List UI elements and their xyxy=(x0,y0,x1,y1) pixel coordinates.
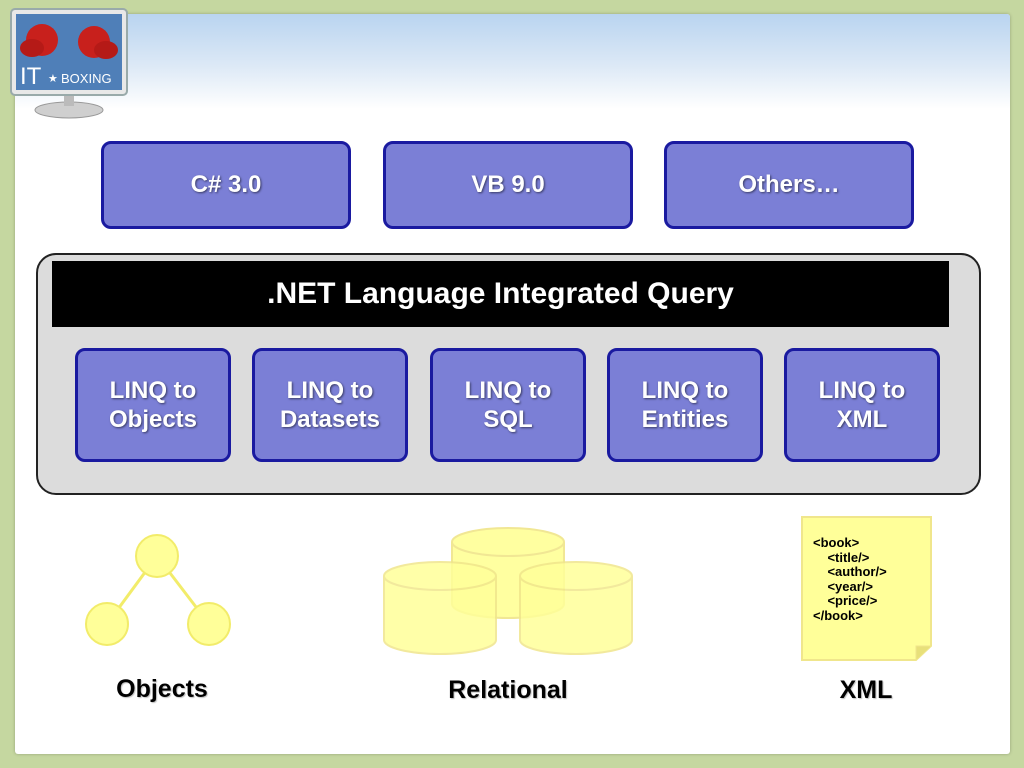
xml-line: <price/> xyxy=(813,593,878,608)
language-vb-box: VB 9.0 xyxy=(383,141,633,229)
xml-document-icon xyxy=(801,516,932,661)
header-band xyxy=(15,14,1010,109)
language-csharp-box: C# 3.0 xyxy=(101,141,351,229)
linq-to-objects-box: LINQ to Objects xyxy=(75,348,231,462)
relational-caption: Relational xyxy=(448,676,568,704)
it-boxing-logo: IT ★ BOXING xyxy=(10,8,128,119)
logo-text: IT xyxy=(20,63,42,90)
relational-database-icon xyxy=(383,527,633,655)
linq-to-sql-box: LINQ to SQL xyxy=(430,348,586,462)
xml-line: </book> xyxy=(813,607,863,623)
xml-caption: XML xyxy=(839,676,893,704)
xml-line: <year/> xyxy=(813,578,873,594)
linq-to-entities-box: LINQ to Entities xyxy=(607,348,763,462)
linq-to-datasets-box: LINQ to Datasets xyxy=(252,348,408,462)
framework-title: .NET Language Integrated Query xyxy=(52,261,949,327)
xml-line: <author/> xyxy=(813,564,887,579)
xml-line: <title/> xyxy=(813,549,870,565)
logo-subtext: BOXING xyxy=(61,71,112,86)
language-others-box: Others… xyxy=(664,141,914,229)
objects-graph-icon xyxy=(85,534,231,646)
objects-caption: Objects xyxy=(116,675,208,703)
xml-snippet: <book> <title/> <author/> <year/> <price… xyxy=(813,535,887,623)
xml-line: <book> xyxy=(813,535,860,550)
svg-text:★: ★ xyxy=(48,72,58,85)
linq-to-xml-box: LINQ to XML xyxy=(784,348,940,462)
